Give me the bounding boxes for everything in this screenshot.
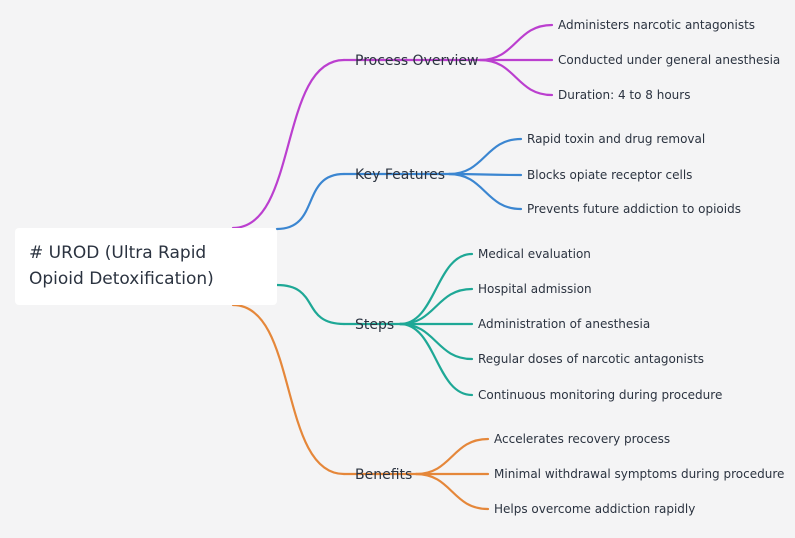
branch-steps[interactable]: Steps [355,317,395,333]
connector-root-process-overview [231,58,346,230]
leaf-continuous-monitoring[interactable]: Continuous monitoring during procedure [478,388,723,402]
leaf-conducted-under-general-anesthesia[interactable]: Conducted under general anesthesia [558,53,781,67]
leaf-medical-evaluation[interactable]: Medical evaluation [478,247,591,261]
connector-root-key-features [275,172,346,231]
leaf-accelerates-recovery[interactable]: Accelerates recovery process [494,432,671,446]
leaf-hospital-admission[interactable]: Hospital admission [478,282,592,296]
leaf-rapid-toxin-removal[interactable]: Rapid toxin and drug removal [527,132,706,146]
leaf-prevents-future-addiction[interactable]: Prevents future addiction to opioids [527,202,741,216]
branch-process-overview[interactable]: Process Overview [355,53,479,69]
connector-benefits-leaf-1 [414,437,490,476]
connector-benefits-leaf-3 [414,472,490,511]
leaf-blocks-opiate-receptors[interactable]: Blocks opiate receptor cells [527,168,693,182]
connector-key-features-leaf-3 [447,172,523,211]
connector-steps-leaf-2 [398,287,474,326]
connector-steps-leaf-5 [398,322,474,397]
branch-key-features[interactable]: Key Features [355,167,446,183]
connector-key-features-leaf-1 [447,137,523,176]
leaf-regular-doses[interactable]: Regular doses of narcotic antagonists [478,352,705,366]
leaf-duration[interactable]: Duration: 4 to 8 hours [558,88,691,102]
connector-root-steps [275,283,346,326]
connector-root-benefits [231,303,346,476]
branch-benefits[interactable]: Benefits [355,467,413,483]
root-node[interactable]: # UROD (Ultra Rapid Opioid Detoxificatio… [15,228,277,305]
leaf-administers-narcotic-antagonists[interactable]: Administers narcotic antagonists [558,18,756,32]
leaf-administration-of-anesthesia[interactable]: Administration of anesthesia [478,317,651,331]
connector-steps-leaf-1 [398,252,474,326]
connector-steps-leaf-4 [398,322,474,361]
leaf-minimal-withdrawal[interactable]: Minimal withdrawal symptoms during proce… [494,467,785,481]
connector-process-overview-leaf-1 [478,23,554,62]
leaf-overcome-addiction[interactable]: Helps overcome addiction rapidly [494,502,696,516]
root-node-title: # UROD (Ultra Rapid Opioid Detoxificatio… [29,243,214,289]
connector-process-overview-leaf-3 [478,58,554,97]
